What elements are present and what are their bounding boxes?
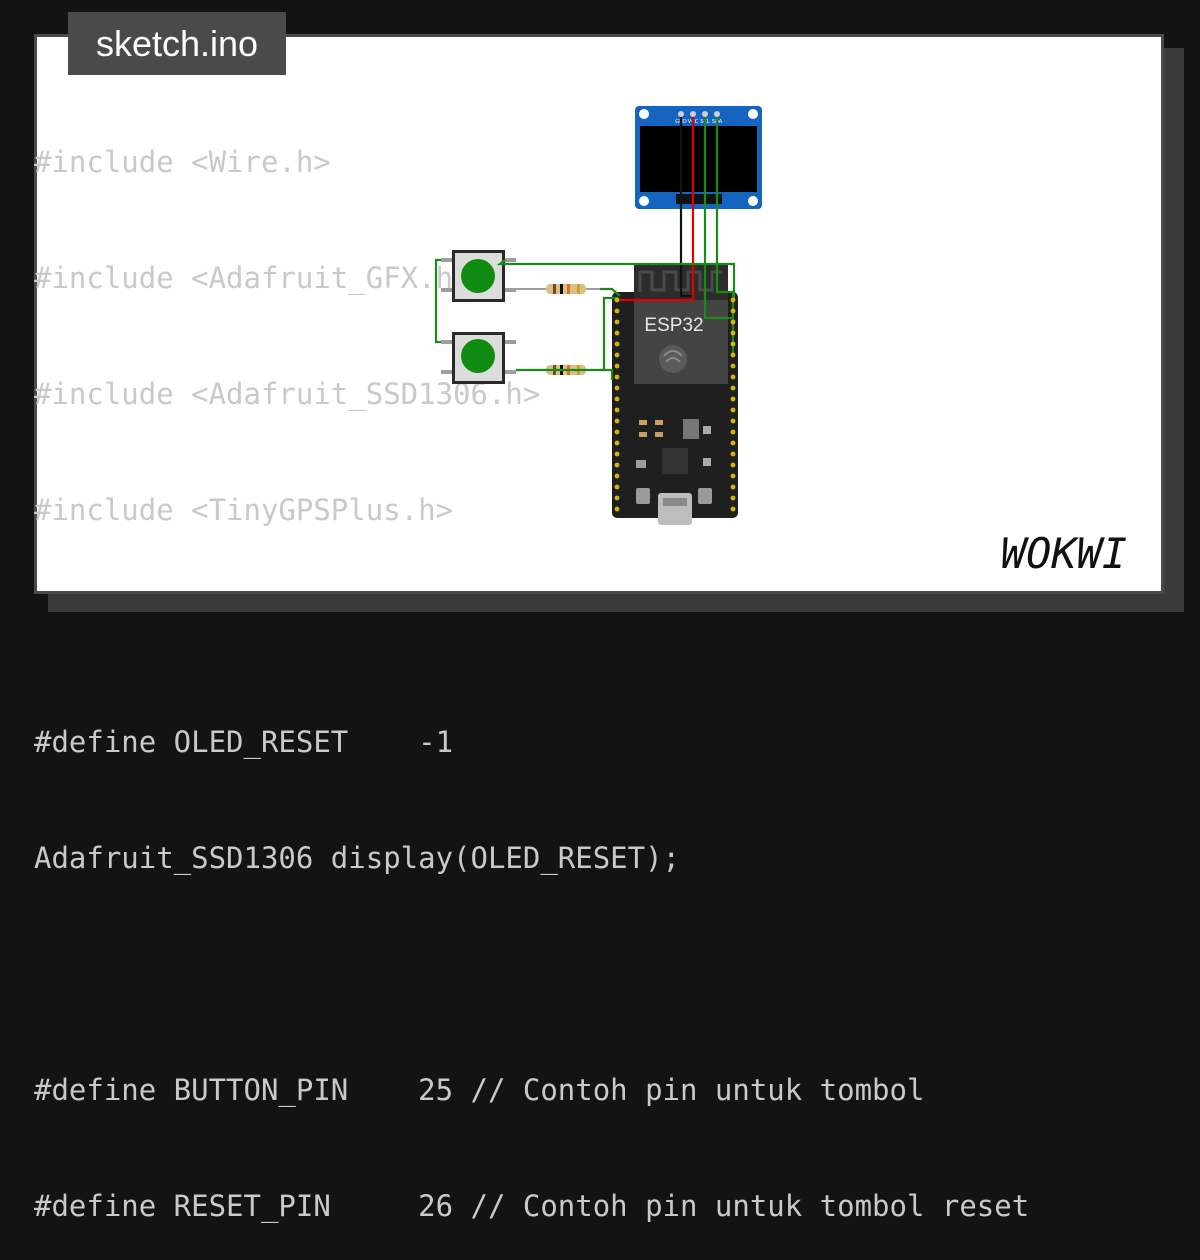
code-line: #include <Wire.h> (34, 145, 331, 179)
wire-oled-gnd (679, 117, 692, 298)
wokwi-logo-icon: WOKWI (1001, 529, 1127, 578)
code-line: #include <TinyGPSPlus.h> (34, 493, 454, 527)
en-button[interactable] (636, 488, 650, 504)
code-line (34, 950, 1029, 998)
wire-button-link (434, 258, 441, 344)
oled-screen (640, 126, 757, 192)
esp32-board[interactable]: ESP32 (612, 264, 738, 525)
wire-oled-scl (703, 117, 733, 320)
wires (434, 117, 736, 380)
button-cap[interactable] (461, 339, 495, 373)
button-cap[interactable] (461, 259, 495, 293)
esp32-pins-right (730, 297, 736, 512)
circuit-diagram: GND VCC SCL SDA ESP32 (434, 106, 762, 525)
wire-button2-esp (516, 368, 614, 380)
code-line: Adafruit_SSD1306 display(OLED_RESET); (34, 841, 681, 875)
wire-resistor1-esp (600, 287, 621, 297)
wire-oled-vcc (620, 117, 695, 302)
code-line: #define OLED_RESET -1 (34, 725, 454, 759)
esp32-label: ESP32 (644, 315, 703, 336)
wire-button1-top (496, 259, 736, 300)
push-button-2[interactable] (441, 332, 516, 384)
push-button-1[interactable] (441, 250, 516, 302)
file-tab[interactable]: sketch.ino (68, 12, 286, 75)
esp32-pins-left (614, 297, 620, 512)
wokwi-logo-text: WOKWI (1001, 529, 1127, 578)
code-line: #include <Adafruit_GFX.h> (34, 261, 471, 295)
resistor-1[interactable] (516, 284, 600, 294)
code-line: #define RESET_PIN 26 // Contoh pin untuk… (34, 1189, 1030, 1223)
project-preview-card (34, 34, 1164, 594)
code-line: #define BUTTON_PIN 25 // Contoh pin untu… (34, 1073, 925, 1107)
usb-port (658, 493, 692, 525)
file-tab-title: sketch.ino (95, 23, 259, 64)
esp32-module (634, 300, 728, 384)
oled-display[interactable]: GND VCC SCL SDA (635, 106, 762, 209)
boot-button[interactable] (698, 488, 712, 504)
